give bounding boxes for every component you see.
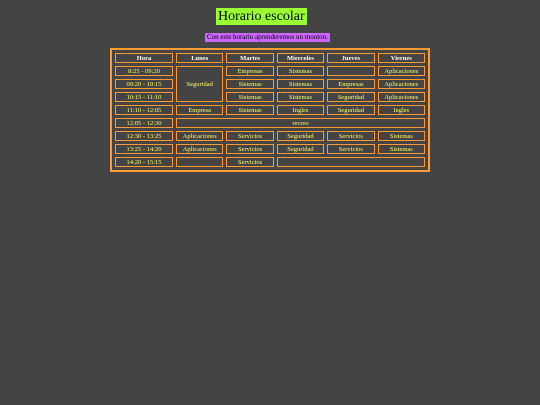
cell-jueves: Seguridad bbox=[327, 92, 375, 102]
cell-martes: Servicios bbox=[226, 157, 274, 167]
cell-miercoles: Sistemas bbox=[276, 92, 325, 102]
header-hora: Hora bbox=[115, 53, 173, 63]
cell-hora: 12:30 - 13:25 bbox=[115, 131, 173, 141]
table-row: 8:25 - 09:20 Seguridad Empresas Sistemas… bbox=[115, 66, 425, 102]
cell-lunes: Aplicaciones bbox=[176, 131, 224, 141]
cell-viernes: Aplicaciones bbox=[377, 79, 425, 89]
table-row: 11:10 - 12:05 Empresa Sistemas Ingles Se… bbox=[115, 105, 425, 115]
table-row: 10:15 - 11:10 Sistemas Sistemas Segurida… bbox=[115, 92, 425, 102]
cell-jueves: Seguridad bbox=[327, 105, 375, 115]
cell-lunes: Empresa bbox=[176, 105, 224, 115]
cell-viernes: Sistemas bbox=[377, 131, 425, 141]
cell-jueves: Servicios bbox=[327, 131, 375, 141]
cell-hora: 14:20 - 15:15 bbox=[115, 157, 173, 167]
cell-hora: 8:25 - 09:20 bbox=[115, 66, 173, 76]
cell-martes: Empresas bbox=[226, 66, 274, 76]
cell-jueves bbox=[327, 66, 375, 76]
cell-viernes: Sistemas bbox=[377, 144, 425, 154]
page-title: Horario escolar bbox=[216, 8, 307, 25]
cell-hora: 11:10 - 12:05 bbox=[115, 105, 173, 115]
cell-miercoles: Seguridad bbox=[276, 131, 325, 141]
cell-martes: Servicios bbox=[226, 144, 274, 154]
cell-viernes: Aplicaciones bbox=[377, 92, 425, 102]
table-header-row: Hora Lunes Martes Miercoles Jueves Viern… bbox=[115, 53, 425, 63]
cell-miercoles: Sistemas bbox=[276, 79, 325, 89]
cell-miercoles: Sistemas bbox=[276, 66, 325, 76]
table-row: 13:25 - 14:20 Aplicaciones Servicios Seg… bbox=[115, 144, 425, 154]
cell-lunes-seguridad: Seguridad bbox=[176, 66, 224, 102]
cell-martes: Sistemas bbox=[226, 79, 274, 89]
header-martes: Martes bbox=[226, 53, 274, 63]
cell-lunes: Aplicaciones bbox=[176, 144, 224, 154]
cell-resto bbox=[276, 157, 425, 167]
cell-martes: Sistemas bbox=[226, 92, 274, 102]
header-miercoles: Miercoles bbox=[276, 53, 325, 63]
cell-jueves: Servicios bbox=[327, 144, 375, 154]
cell-hora: 10:15 - 11:10 bbox=[115, 92, 173, 102]
cell-recreo: recreo bbox=[176, 118, 425, 128]
table-row: 12:05 - 12:30 recreo bbox=[115, 118, 425, 128]
cell-hora: 13:25 - 14:20 bbox=[115, 144, 173, 154]
cell-martes: Sistemas bbox=[226, 105, 274, 115]
cell-hora: 09:20 - 10:15 bbox=[115, 79, 173, 89]
table-row: 12:30 - 13:25 Aplicaciones Servicios Seg… bbox=[115, 131, 425, 141]
cell-martes: Servicios bbox=[226, 131, 274, 141]
cell-hora: 12:05 - 12:30 bbox=[115, 118, 173, 128]
cell-miercoles: Ingles bbox=[276, 105, 325, 115]
cell-lunes bbox=[176, 157, 224, 167]
table-row: 09:20 - 10:15 Sistemas Sistemas Empresas… bbox=[115, 79, 425, 89]
cell-viernes: Aplicaciones bbox=[377, 66, 425, 76]
cell-jueves: Empresas bbox=[327, 79, 375, 89]
header-jueves: Jueves bbox=[327, 53, 375, 63]
schedule-table: Hora Lunes Martes Miercoles Jueves Viern… bbox=[110, 48, 430, 172]
table-row: 14:20 - 15:15 Servicios bbox=[115, 157, 425, 167]
cell-viernes: Ingles bbox=[377, 105, 425, 115]
header-viernes: Viernes bbox=[377, 53, 425, 63]
cell-miercoles: Seguridad bbox=[276, 144, 325, 154]
header-lunes: Lunes bbox=[176, 53, 224, 63]
page-subtitle: Con este horario aprenderemos un monton. bbox=[205, 33, 330, 42]
